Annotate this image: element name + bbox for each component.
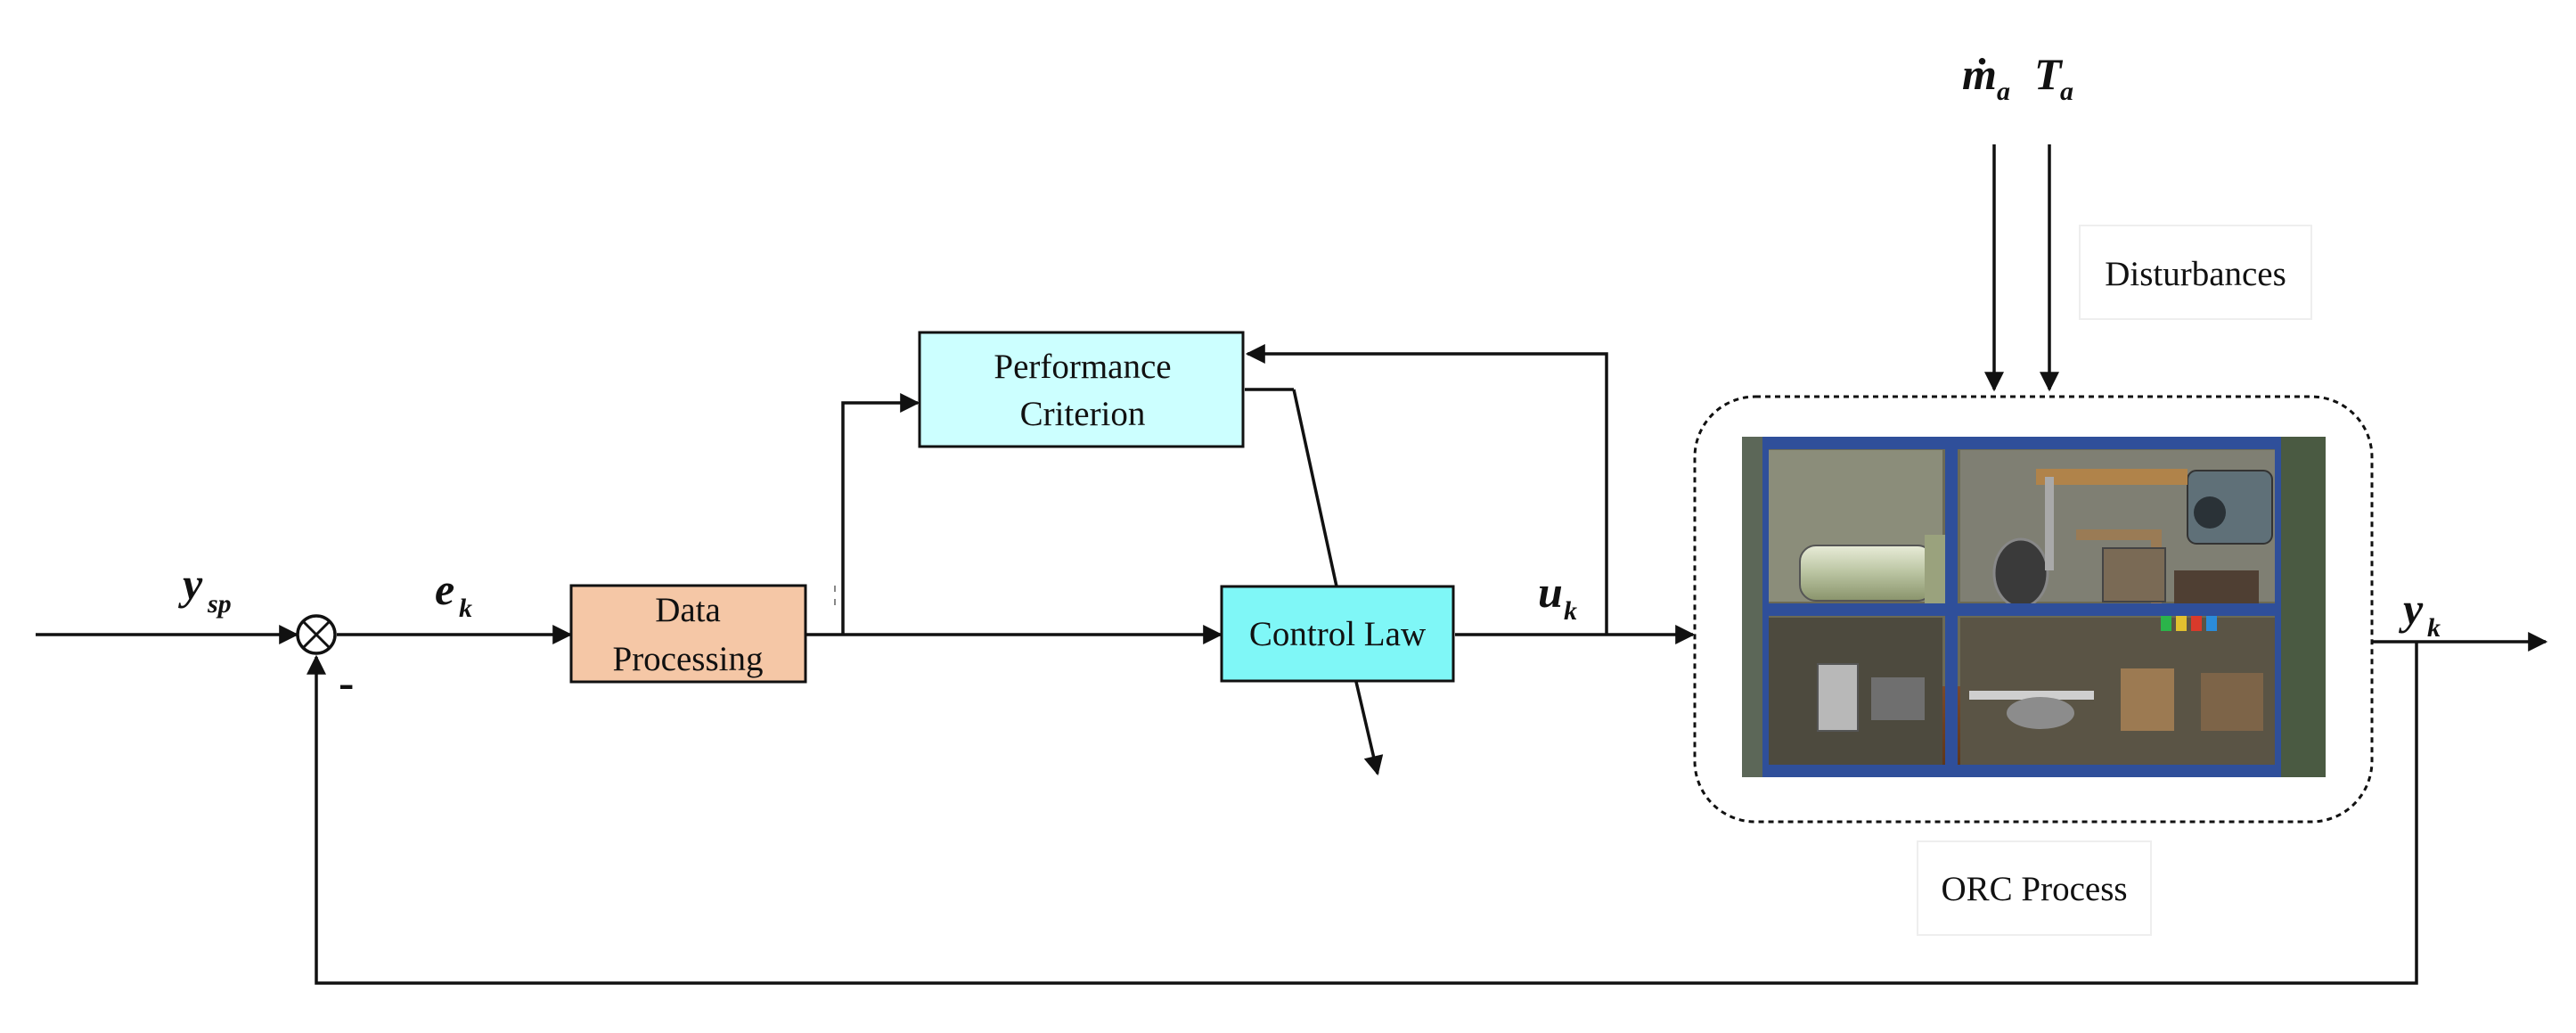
wire-tuning-diagonal	[1292, 389, 1338, 587]
orc-process-boundary	[1693, 395, 2374, 824]
svg-text:k: k	[459, 594, 472, 623]
performance-criterion-line1: Performance	[994, 348, 1171, 386]
summing-junction	[296, 614, 337, 655]
label-mass-flow-air: ṁ a	[1962, 49, 2010, 106]
wire-to-performance-criterion	[841, 393, 920, 635]
svg-text:T: T	[2034, 49, 2064, 99]
svg-text:k: k	[1564, 596, 1577, 626]
svg-text:y: y	[178, 559, 203, 609]
label-temperature-air: T a	[2034, 49, 2073, 106]
label-ysp: y sp	[178, 559, 232, 619]
label-ek: e k	[435, 564, 472, 623]
orc-process-label: ORC Process	[1941, 870, 2127, 908]
data-processing-line1: Data	[655, 591, 721, 629]
label-uk: u k	[1538, 567, 1577, 626]
orc-process-label-box: ORC Process	[1917, 840, 2152, 936]
data-processing-line2: Processing	[613, 640, 764, 678]
performance-criterion-block: Performance Criterion	[918, 331, 1245, 448]
disturbances-label-box: Disturbances	[2079, 225, 2312, 320]
label-yk: y k	[2399, 584, 2441, 643]
svg-text:y: y	[2399, 584, 2424, 634]
wire-tuning-out	[1354, 681, 1384, 776]
svg-text:a: a	[1997, 77, 2010, 106]
signal-wires	[36, 144, 2548, 985]
svg-text:u: u	[1538, 567, 1563, 617]
orc-process-photo	[1742, 437, 2326, 777]
svg-text:sp: sp	[207, 589, 232, 619]
svg-text:e: e	[435, 564, 454, 614]
svg-text:ṁ: ṁ	[1962, 49, 1997, 99]
control-law-block: Control Law	[1220, 585, 1455, 683]
control-law-label: Control Law	[1249, 615, 1426, 653]
svg-text:a: a	[2060, 77, 2073, 106]
data-processing-block: Data Processing	[569, 584, 807, 684]
wire-uk-feedback	[1245, 344, 1608, 635]
disturbances-label: Disturbances	[2105, 255, 2286, 293]
wire-feedback	[307, 642, 2418, 985]
feedback-sign: -	[339, 658, 354, 709]
performance-criterion-line2: Criterion	[1020, 395, 1146, 433]
svg-text:k: k	[2427, 613, 2441, 643]
